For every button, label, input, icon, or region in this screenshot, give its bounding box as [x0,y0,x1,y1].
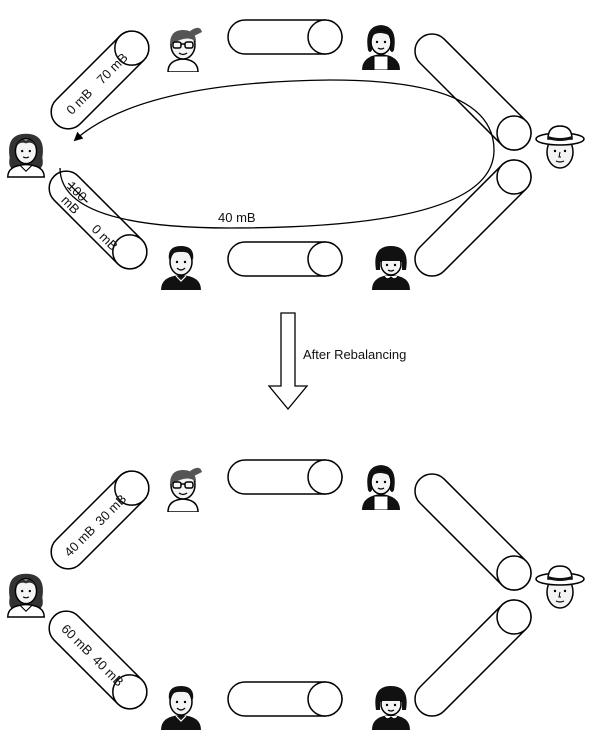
channel-left-bottom-after: 60 mB 40 mB [48,610,148,710]
node-avatar-top-left [167,26,203,72]
strike-through-line [67,182,88,203]
transition-caption: After Rebalancing [303,347,406,362]
channel-right-top [414,33,532,151]
node-avatar-bottom-left-after [160,685,202,730]
node-avatar-left [7,133,45,178]
channel-bottom-center-after [227,681,343,717]
transition: After Rebalancing [267,312,406,411]
node-avatar-top-left-after [167,466,203,512]
node-avatar-right-after [535,565,585,609]
channel-right-top-after [414,473,532,591]
node-avatar-bottom-right-after [371,685,411,730]
route-amount-label: 40 mB [218,210,256,225]
node-avatar-top-right-after [361,464,401,510]
node-avatar-left-after [7,573,45,618]
before-network: 0 mB 70 mB 100 mB 0 mB 40 mB [7,19,585,290]
channel-right-bottom [414,159,532,277]
rebalance-route-loop [59,79,495,229]
channel-top-center [227,19,343,55]
channel-right-bottom-after [414,599,532,717]
node-avatar-top-right [361,24,401,70]
node-avatar-bottom-left [160,245,202,290]
channel-top-center-after [227,459,343,495]
node-avatar-bottom-right [371,245,411,290]
channel-left-top: 0 mB 70 mB [50,30,150,130]
down-arrow-icon [267,312,309,411]
channel-left-bottom: 100 mB 0 mB [48,170,148,270]
node-avatar-right [535,125,585,169]
channel-left-top-after: 40 mB 30 mB [50,470,150,570]
channel-bottom-center [227,241,343,277]
after-network: 40 mB 30 mB 60 mB 40 mB [7,459,585,730]
